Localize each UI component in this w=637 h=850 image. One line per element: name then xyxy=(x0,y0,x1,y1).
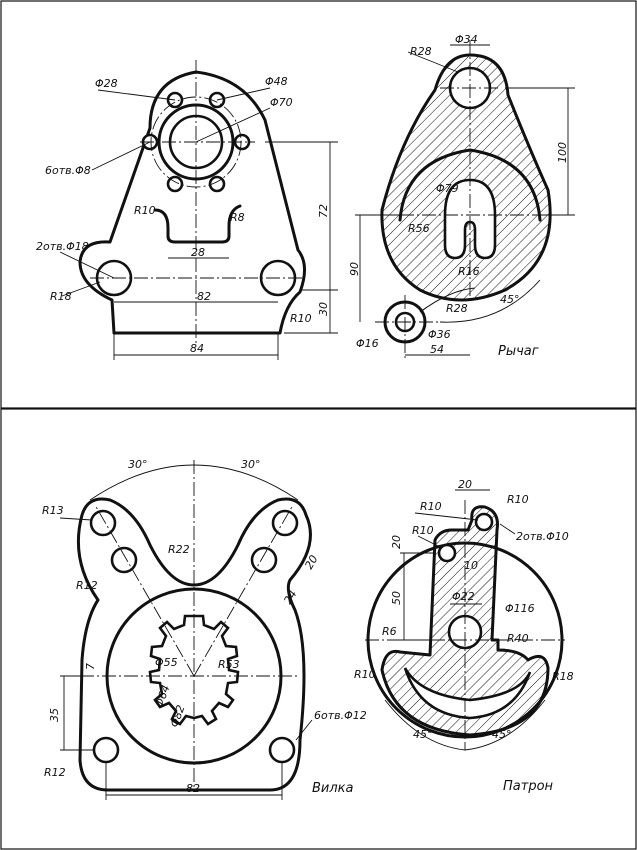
chuck-side-hole xyxy=(437,543,457,563)
leader xyxy=(195,107,271,143)
dim-label: Φ34 xyxy=(455,33,478,46)
bracket-bolt-hole xyxy=(208,175,226,193)
dim-label: 54 xyxy=(430,343,444,356)
dim-label: R6 xyxy=(382,625,397,638)
part-caption-chuck: Патрон xyxy=(503,779,554,794)
fork-drawing: 30° 30° R13 R22 20 R12 24 Φ55 R53 7 Φ64 … xyxy=(42,458,367,800)
chuck-inner-arc xyxy=(403,667,532,720)
dim-label: Φ16 xyxy=(356,337,379,350)
dim-label: 6отв.Φ8 xyxy=(45,164,91,177)
leader xyxy=(97,89,176,101)
fork-hole xyxy=(268,736,296,764)
upper-panel-frame xyxy=(0,0,637,409)
leader xyxy=(417,535,443,549)
chuck-top-hole xyxy=(474,512,494,532)
dim-label: R10 xyxy=(134,204,156,217)
dim-label: Φ116 xyxy=(505,602,535,615)
dim-label: Φ28 xyxy=(95,77,118,90)
dim-label: 82 xyxy=(186,782,200,795)
leader xyxy=(59,251,115,279)
bracket-bolt-hole xyxy=(166,175,184,193)
dim-angle-arc xyxy=(384,699,546,751)
leader xyxy=(295,719,313,741)
dim-label: Φ79 xyxy=(436,182,459,195)
dim-label: 30° xyxy=(128,458,148,471)
dim-label: 30° xyxy=(241,458,261,471)
dim-label: R40 xyxy=(507,632,529,645)
dim-label: Φ48 xyxy=(265,75,288,88)
part-caption-lever: Рычаг xyxy=(498,344,539,359)
lower-panel-frame xyxy=(0,408,637,850)
dim-label: 82 xyxy=(197,290,211,303)
dim-label: R16 xyxy=(458,265,480,278)
dim-label: 2отв.Φ18 xyxy=(36,240,89,253)
fork-outline xyxy=(76,497,312,792)
dim-label: R10 xyxy=(412,524,434,537)
dim-label: 50 xyxy=(390,591,403,605)
bracket-drawing: Φ28 Φ48 Φ70 6отв.Φ8 R10 R8 28 2отв.Φ18 R… xyxy=(36,60,338,360)
dim-label: R12 xyxy=(76,579,98,592)
dim-label: R10 xyxy=(354,668,376,681)
leader xyxy=(216,87,271,101)
leader xyxy=(407,51,459,73)
dim-label: 7 xyxy=(84,663,97,670)
leader xyxy=(91,141,151,171)
dim-label: 24 xyxy=(281,588,299,607)
dim-label: R53 xyxy=(218,658,240,671)
leader xyxy=(414,512,479,521)
dim-label: Φ70 xyxy=(270,96,293,109)
lever-drawing: R28 Φ34 100 Φ79 R56 R16 90 R28 45° Φ16 Φ… xyxy=(348,33,575,360)
dim-label: 2отв.Φ10 xyxy=(516,530,569,543)
dim-label: 100 xyxy=(556,142,569,163)
dim-angle-arc xyxy=(439,279,541,323)
dim-label: 6отв.Φ12 xyxy=(314,709,367,722)
dim-label: 45° xyxy=(492,728,512,741)
dim-label: 45° xyxy=(500,293,520,306)
fork-hole xyxy=(110,546,138,574)
dim-label: 90 xyxy=(348,262,361,276)
fork-hole xyxy=(92,736,120,764)
dim-label: R22 xyxy=(168,543,190,556)
dim-label: R10 xyxy=(507,493,529,506)
dim-label: R18 xyxy=(552,670,574,683)
leader xyxy=(61,281,101,297)
dim-label: 20 xyxy=(302,553,320,572)
lever-link xyxy=(419,287,476,313)
dim-label: Φ36 xyxy=(428,328,451,341)
dim-label: R8 xyxy=(230,211,245,224)
fork-hole xyxy=(271,509,299,537)
dim-label: 35 xyxy=(48,708,61,722)
dim-label: R28 xyxy=(446,302,468,315)
dim-label: 20 xyxy=(390,535,403,549)
leader xyxy=(499,523,516,535)
dim-label: 45° xyxy=(413,728,433,741)
dim-label: R10 xyxy=(420,500,442,513)
dim-label: Φ55 xyxy=(155,656,178,669)
dim-label: 10 xyxy=(464,559,478,572)
dim-label: 84 xyxy=(190,342,204,355)
leader xyxy=(59,517,93,521)
bracket-cutout xyxy=(153,204,242,244)
dim-label: R13 xyxy=(42,504,64,517)
fork-hole xyxy=(250,546,278,574)
dim-label: R12 xyxy=(44,766,66,779)
dim-label: R28 xyxy=(410,45,432,58)
dim-label: 30 xyxy=(317,302,330,316)
dim-label: R56 xyxy=(408,222,430,235)
fork-centerline xyxy=(193,504,294,677)
dim-label: 20 xyxy=(458,478,472,491)
chuck-drawing: 20 R10 R10 2отв.Φ10 R10 20 10 Φ22 50 Φ11… xyxy=(354,478,574,794)
dim-label: 28 xyxy=(191,246,205,259)
part-caption-fork: Вилка xyxy=(312,781,354,796)
dim-angle-arc xyxy=(89,464,299,501)
dim-label: 72 xyxy=(317,204,330,218)
fork-hole xyxy=(89,509,117,537)
dim-label: R18 xyxy=(50,290,72,303)
fork-centerline xyxy=(94,504,195,677)
dim-label: Φ22 xyxy=(452,590,475,603)
dim-label: R10 xyxy=(290,312,312,325)
